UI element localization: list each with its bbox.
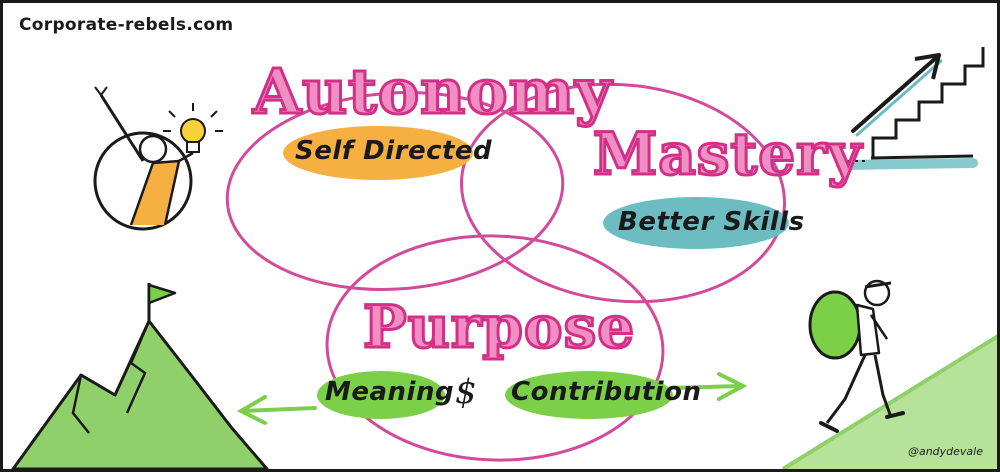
purpose-subtitle-left: Meaning [325, 377, 455, 407]
mastery-title: Mastery [591, 120, 863, 188]
right-arrow-head [717, 372, 748, 401]
better-skills-highlight [603, 197, 789, 249]
autonomy-title: Autonomy [251, 55, 613, 128]
contribution-highlight [505, 371, 673, 419]
lightbulb-person-icon [93, 86, 223, 231]
mastery-circle [459, 82, 787, 304]
purpose-title: Purpose [361, 293, 636, 361]
autonomy-circle [225, 91, 565, 291]
mastery-subtitle: Better Skills [618, 207, 805, 237]
source-watermark: Corporate-rebels.com [19, 15, 234, 35]
purpose-connector: $ [455, 372, 478, 412]
left-arrow-head [236, 395, 267, 425]
artwork-layer [11, 47, 997, 469]
meaning-highlight [317, 371, 445, 419]
rising-stairs-arrow-icon [836, 47, 985, 170]
purpose-circle [325, 234, 665, 462]
artist-credit: @andydevale [907, 445, 983, 458]
mountain-flag-icon [11, 283, 269, 469]
purpose-arrows [236, 372, 748, 425]
hiker-icon [781, 279, 997, 469]
right-arrow-shaft [669, 384, 743, 390]
subtitle-highlights [283, 126, 789, 419]
venn-circles [225, 82, 787, 462]
autonomy-subtitle: Self Directed [295, 136, 493, 166]
self-directed-highlight [283, 126, 473, 180]
purpose-subtitle-right: Contribution [511, 377, 702, 407]
left-arrow-shaft [241, 406, 317, 413]
